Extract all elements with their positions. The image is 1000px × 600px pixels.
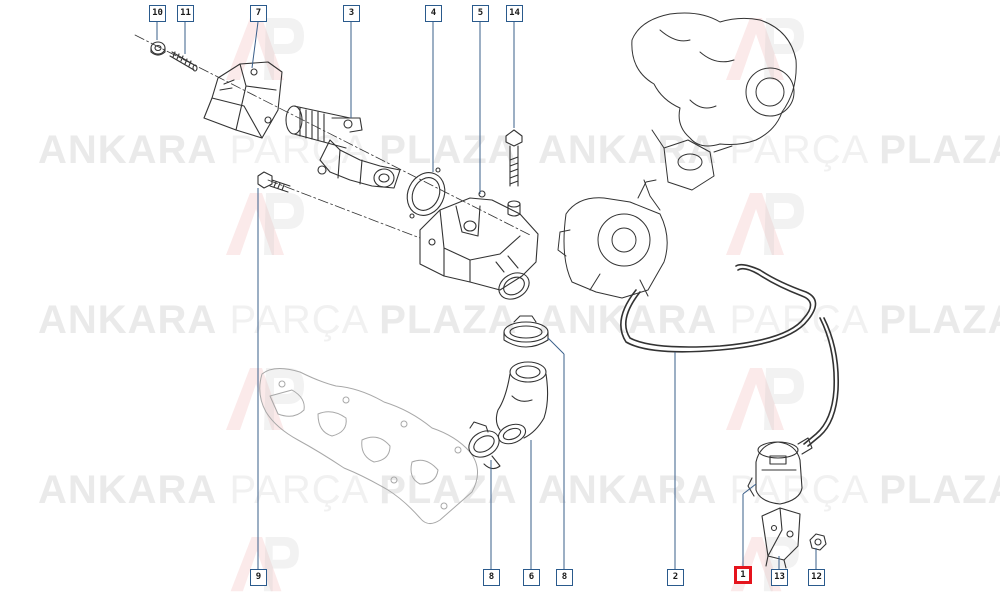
exhaust-manifold [259, 368, 478, 524]
callout-5[interactable]: 5 [472, 5, 489, 22]
part-9-bolt [257, 171, 291, 193]
callout-label: 13 [774, 572, 785, 582]
leader-line-8b-tail [547, 337, 565, 355]
callout-8-upper-clamp[interactable]: 8 [556, 569, 573, 586]
callout-13[interactable]: 13 [771, 569, 788, 586]
part-6-pipe [495, 361, 549, 445]
callout-12[interactable]: 12 [808, 569, 825, 586]
callout-label: 11 [180, 8, 191, 18]
part-14-bolt [505, 129, 523, 217]
part-2-vacuum-hose [620, 263, 840, 447]
part-11-stud [169, 51, 198, 72]
part-1-solenoid-valve [747, 437, 813, 505]
part-7-heat-shield [203, 61, 283, 139]
callout-label: 8 [561, 572, 568, 582]
part-5-egr-housing [419, 190, 539, 300]
part-3-egr-valve [285, 105, 401, 189]
assembly-axis-line [267, 179, 421, 239]
part-4-gasket [406, 167, 446, 219]
callout-label: 8 [488, 572, 495, 582]
callout-label: 3 [348, 8, 355, 18]
part-8-clamp-lower [468, 421, 501, 470]
callout-14[interactable]: 14 [506, 5, 523, 22]
callout-6[interactable]: 6 [523, 569, 540, 586]
callout-9[interactable]: 9 [250, 569, 267, 586]
callout-10[interactable]: 10 [149, 5, 166, 22]
callout-label: 12 [811, 572, 822, 582]
leader-line-7 [251, 21, 259, 69]
callout-8-lower-clamp[interactable]: 8 [483, 569, 500, 586]
part-8-clamp-upper [503, 315, 549, 348]
callout-label: 9 [255, 572, 262, 582]
callout-2[interactable]: 2 [667, 569, 684, 586]
callout-label: 1 [740, 570, 746, 580]
callout-11[interactable]: 11 [177, 5, 194, 22]
vacuum-pump [557, 179, 668, 299]
callout-label: 4 [430, 8, 437, 18]
callout-label: 6 [528, 572, 535, 582]
assembly-axis-line [134, 34, 531, 236]
part-12-nut [809, 533, 827, 551]
part-10-nut [150, 41, 166, 56]
leader-lines [156, 21, 817, 570]
callout-label: 7 [255, 8, 262, 18]
callout-label: 14 [509, 8, 520, 18]
callout-3[interactable]: 3 [343, 5, 360, 22]
part-13-bracket [761, 507, 801, 569]
callout-label: 2 [672, 572, 679, 582]
turbocharger [631, 12, 797, 211]
callout-1-highlighted[interactable]: 1 [734, 566, 752, 584]
callout-label: 5 [477, 8, 484, 18]
callout-7[interactable]: 7 [250, 5, 267, 22]
callout-4[interactable]: 4 [425, 5, 442, 22]
callout-label: 10 [152, 8, 163, 18]
leader-line-1-tail [742, 483, 757, 495]
